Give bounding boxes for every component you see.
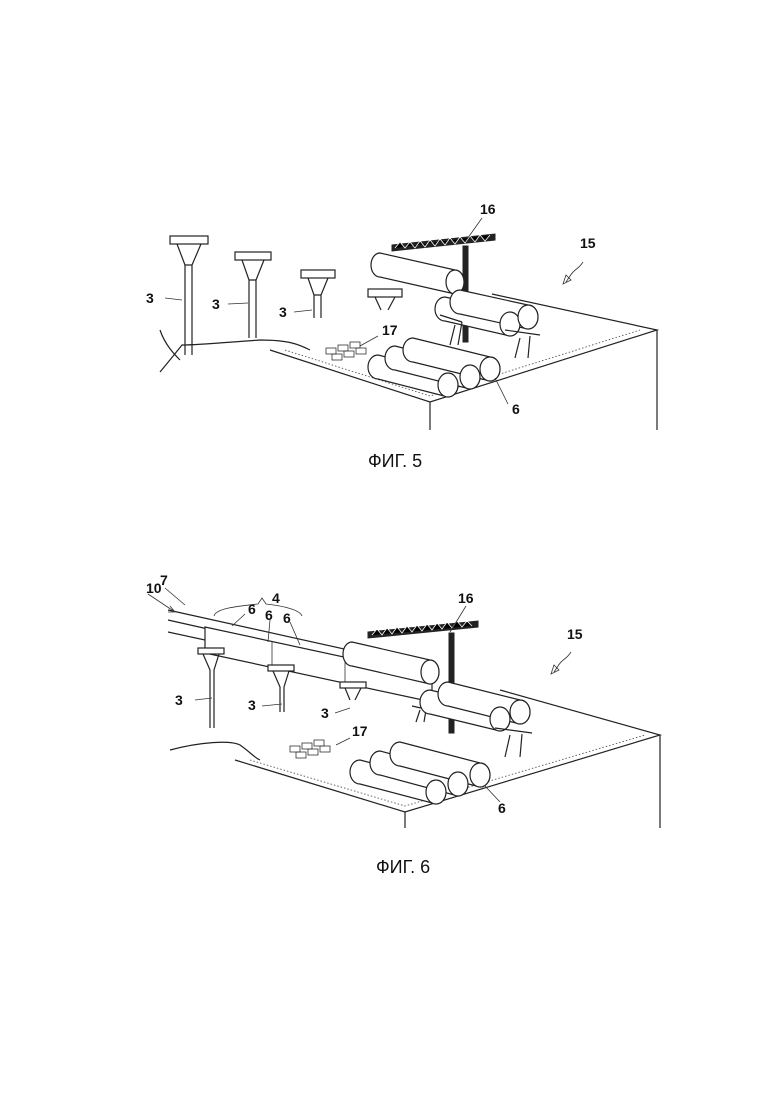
unit-blocks [290,740,330,758]
figure-6: 10 7 4 6 6 6 3 3 3 16 15 17 6 ФИГ. 6 [146,572,660,877]
leader-line [165,298,182,300]
leader-line [495,378,508,404]
leader-line [268,620,270,642]
label-15: 15 [580,235,596,251]
pipes-on-ground [350,742,490,804]
leader-line [290,622,300,645]
label-3: 3 [279,304,287,320]
leader-line [335,708,350,713]
support-pylon [340,682,366,700]
arrow-15 [554,652,571,672]
leader-line [294,310,312,312]
support-pylon [368,289,402,310]
label-3: 3 [321,705,329,721]
figure-caption: ФИГ. 5 [368,451,422,471]
suspended-pipe [371,253,464,294]
leader-line [262,704,282,706]
label-4: 4 [272,590,280,606]
label-6: 6 [283,610,291,626]
arrow-10 [148,594,175,612]
label-3: 3 [248,697,256,713]
leader-line [232,614,245,626]
label-6: 6 [248,601,256,617]
terrain-curve [170,742,260,760]
leader-line [336,738,350,745]
terrain-slope [160,330,180,360]
leader-line [228,303,248,304]
label-3: 3 [212,296,220,312]
support-pylon [235,252,271,338]
label-6: 6 [512,401,520,417]
support-pylon [198,648,224,728]
pipe-stack-elevated [420,682,532,757]
leader-line [165,588,185,605]
leader-line [360,336,378,346]
label-17: 17 [352,723,368,739]
label-7: 7 [160,572,168,588]
figure-caption: ФИГ. 6 [376,857,430,877]
label-3: 3 [146,290,154,306]
label-16: 16 [480,201,496,217]
support-pylon [170,236,208,355]
unit-blocks [326,342,366,360]
arrow-15 [566,262,583,282]
label-6: 6 [498,800,506,816]
label-15: 15 [567,626,583,642]
label-17: 17 [382,322,398,338]
figure-5: 3 3 3 16 15 17 6 ФИГ. 5 [146,201,657,471]
label-16: 16 [458,590,474,606]
label-3: 3 [175,692,183,708]
label-6: 6 [265,607,273,623]
